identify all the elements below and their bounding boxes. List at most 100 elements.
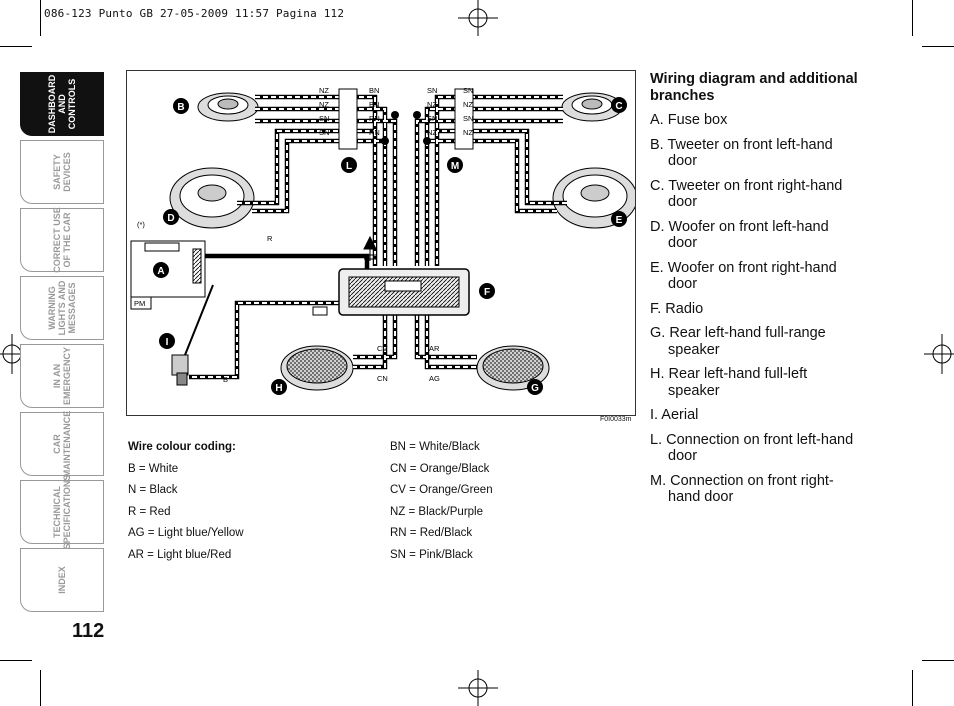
tab-technical-specifications[interactable]: TECHNICAL SPECIFICATIONS bbox=[20, 475, 104, 549]
list-item: B. Tweeter on front left-hand door bbox=[650, 136, 833, 170]
rear-left-speaker bbox=[280, 345, 354, 391]
wire-label: R bbox=[267, 234, 273, 243]
junction-dot bbox=[413, 111, 421, 119]
list-item: H. Rear left-hand full-left speaker bbox=[650, 366, 808, 399]
callout-c: C bbox=[611, 97, 627, 113]
legend-item: AG = Light blue/Yellow bbox=[128, 527, 244, 540]
legend-item: BN = White/Black bbox=[390, 441, 480, 453]
wiring-diagram: NZ NZ SN SN BN BN RN RN SN NZ SN NZ SN N… bbox=[126, 70, 638, 416]
svg-text:B: B bbox=[177, 102, 184, 113]
legend-title: Wire colour coding: bbox=[128, 441, 236, 453]
callout-h: H bbox=[271, 379, 287, 395]
wire-label: SN bbox=[427, 86, 437, 95]
wire-harness bbox=[189, 94, 567, 380]
list-item: F. Radio bbox=[650, 300, 704, 317]
callout-b: B bbox=[173, 98, 189, 114]
front-left-tweeter bbox=[197, 92, 259, 122]
wire-label: SN bbox=[427, 114, 437, 123]
wire-label: (*) bbox=[137, 220, 145, 229]
svg-text:F: F bbox=[484, 287, 490, 298]
tab-correct-use[interactable]: CORRECT USE OF THE CAR bbox=[20, 207, 104, 273]
aerial bbox=[171, 284, 214, 386]
tab-safety-devices[interactable]: SAFETY DEVICES bbox=[20, 140, 104, 204]
junction-dot bbox=[381, 137, 389, 145]
wire-label: NZ bbox=[427, 100, 437, 109]
crop-mark bbox=[912, 0, 913, 36]
tab-in-an-emergency[interactable]: IN AN EMERGENCY bbox=[20, 344, 104, 408]
crop-mark bbox=[922, 46, 954, 47]
wire-label: RN bbox=[369, 128, 380, 137]
front-left-woofer bbox=[169, 167, 255, 229]
tab-warning-lights[interactable]: WARNING LIGHTS AND MESSAGES bbox=[20, 276, 104, 340]
front-right-woofer bbox=[552, 167, 638, 229]
wire-label: SN bbox=[463, 114, 473, 123]
radio bbox=[338, 268, 470, 316]
legend-item: CN = Orange/Black bbox=[390, 462, 490, 475]
callout-m: M bbox=[447, 157, 463, 173]
legend-item: AR = Light blue/Red bbox=[128, 548, 232, 561]
legend-item: N = Black bbox=[128, 484, 178, 497]
section-title: Wiring diagram and additional branches bbox=[650, 71, 858, 104]
list-item: A. Fuse box bbox=[650, 112, 728, 128]
front-right-tweeter bbox=[561, 92, 623, 122]
wire-label: BN bbox=[369, 86, 379, 95]
legend-item: CV = Orange/Green bbox=[390, 484, 493, 497]
list-item: E. Woofer on front right-hand door bbox=[650, 259, 837, 293]
list-item: C. Tweeter on front right-hand door bbox=[650, 177, 843, 211]
crop-mark bbox=[0, 660, 32, 661]
tab-dashboard-and-controls[interactable]: DASHBOARD AND CONTROLS bbox=[20, 72, 104, 136]
antenna-arrow-icon bbox=[363, 235, 377, 261]
list-item: I. Aerial bbox=[650, 407, 699, 423]
crop-mark bbox=[40, 670, 41, 706]
wire-label: RN bbox=[369, 114, 380, 123]
callout-l: L bbox=[341, 157, 357, 173]
wire-colour-legend-col2: BN = White/Black CN = Orange/Black CV = … bbox=[390, 437, 493, 567]
list-item: M. Connection on front right-hand door bbox=[650, 472, 834, 506]
callout-d: D bbox=[163, 209, 179, 225]
crop-mark bbox=[912, 670, 913, 706]
wire-label: BN bbox=[369, 100, 379, 109]
wire-label: SN bbox=[319, 128, 329, 137]
callout-g: G bbox=[527, 379, 543, 395]
svg-text:I: I bbox=[166, 337, 169, 348]
wire-label: AR bbox=[429, 344, 440, 353]
crop-mark bbox=[922, 660, 954, 661]
page-number: 112 bbox=[72, 620, 105, 642]
registration-mark bbox=[458, 670, 498, 706]
wire-label: NZ bbox=[427, 128, 437, 137]
tab-car-maintenance[interactable]: CAR MAINTENANCE bbox=[20, 411, 104, 477]
svg-text:L: L bbox=[346, 161, 352, 172]
diagram-description: Wiring diagram and additional branches A… bbox=[650, 71, 860, 514]
legend-item: R = Red bbox=[128, 505, 171, 518]
callout-i: I bbox=[159, 333, 175, 349]
rear-right-speaker bbox=[476, 345, 550, 391]
print-header: 086-123 Punto GB 27-05-2009 11:57 Pagina… bbox=[44, 7, 345, 20]
callout-f: F bbox=[479, 283, 495, 299]
registration-mark bbox=[924, 334, 954, 374]
wire-label: PM bbox=[134, 299, 145, 308]
wire-label: SN bbox=[463, 86, 473, 95]
legend-item: B = White bbox=[128, 462, 179, 475]
wire-label: NZ bbox=[319, 100, 329, 109]
legend-item: SN = Pink/Black bbox=[390, 548, 473, 561]
wire-label: B bbox=[223, 375, 228, 384]
crop-mark bbox=[40, 0, 41, 36]
legend-item: RN = Red/Black bbox=[390, 527, 473, 540]
svg-text:A: A bbox=[157, 266, 164, 277]
svg-text:C: C bbox=[615, 101, 622, 112]
crop-mark bbox=[0, 46, 32, 47]
legend-item: NZ = Black/Purple bbox=[390, 505, 483, 518]
svg-text:E: E bbox=[616, 215, 623, 226]
list-item: G. Rear left-hand full-range speaker bbox=[650, 325, 826, 358]
wire-label: CN bbox=[377, 374, 388, 383]
registration-mark bbox=[458, 0, 498, 36]
tab-index[interactable]: INDEX bbox=[20, 548, 104, 612]
wire-label: NZ bbox=[319, 86, 329, 95]
callout-a: A bbox=[153, 262, 169, 278]
list-item: L. Connection on front left-hand door bbox=[650, 431, 854, 465]
wiring-diagram-svg: NZ NZ SN SN BN BN RN RN SN NZ SN NZ SN N… bbox=[130, 86, 638, 395]
wire-label: SN bbox=[319, 114, 329, 123]
svg-text:G: G bbox=[531, 383, 539, 394]
junction-dot bbox=[391, 111, 399, 119]
svg-text:D: D bbox=[167, 213, 174, 224]
